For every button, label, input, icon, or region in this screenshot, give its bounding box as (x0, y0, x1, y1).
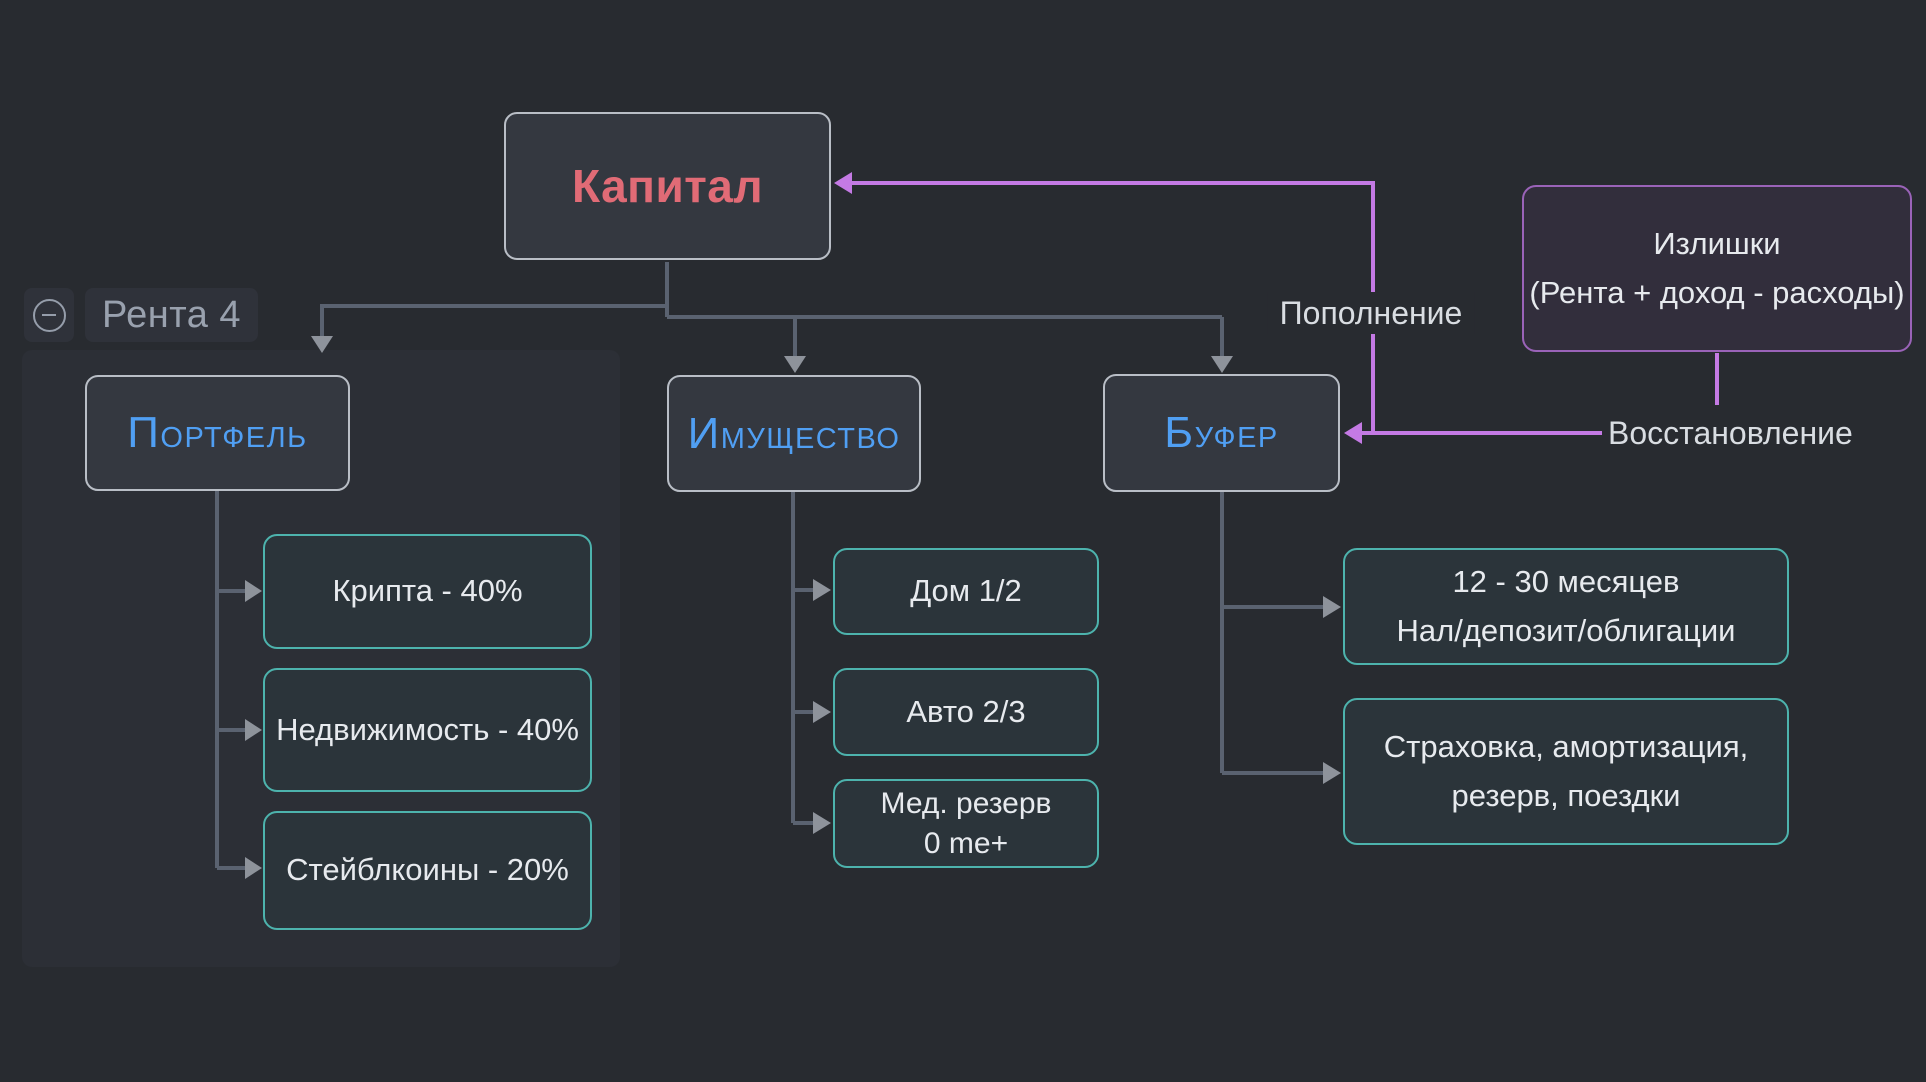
node-buffer-label: Буфер (1164, 408, 1279, 457)
leaf-med-reserve[interactable]: Мед. резерв 0 me+ (833, 779, 1099, 868)
collapse-button[interactable] (24, 288, 74, 342)
arrow-right-icon (245, 857, 262, 879)
node-surplus[interactable]: Излишки (Рента + доход - расходы) (1522, 185, 1912, 352)
arrow-left-icon (1344, 422, 1362, 444)
arrow-right-icon (1323, 596, 1341, 618)
arrow-right-icon (813, 579, 831, 601)
arrow-down-icon (784, 356, 806, 373)
arrow-down-icon (311, 336, 333, 353)
node-capital[interactable]: Капитал (504, 112, 831, 260)
node-capital-label: Капитал (571, 160, 764, 212)
arrow-down-icon (1211, 356, 1233, 373)
edge-label-restore: Восстановление (1608, 415, 1853, 451)
leaf-realestate[interactable]: Недвижимость - 40% (263, 668, 592, 792)
leaf-insurance[interactable]: Страховка, амортизация, резерв, поездки (1343, 698, 1789, 845)
node-property-label: Имущество (687, 408, 901, 458)
tree-arrowheads (245, 336, 1341, 879)
node-portfolio[interactable]: Портфель (85, 375, 350, 491)
leaf-house[interactable]: Дом 1/2 (833, 548, 1099, 635)
node-property[interactable]: Имущество (667, 375, 921, 492)
minus-circle-icon (32, 298, 66, 332)
node-portfolio-label: Портфель (127, 408, 308, 457)
collapse-label: Рента 4 (101, 293, 242, 336)
node-buffer[interactable]: Буфер (1103, 374, 1340, 492)
flow-arrowheads (834, 172, 1362, 444)
tree-edges (215, 262, 1324, 870)
arrow-right-icon (245, 580, 262, 602)
edge-root-portfolio (320, 304, 667, 336)
edge-replenish (852, 181, 1375, 433)
arrow-left-icon (834, 172, 852, 194)
arrow-right-icon (1323, 762, 1341, 784)
leaf-crypto[interactable]: Крипта - 40% (263, 534, 592, 649)
arrow-right-icon (245, 719, 262, 741)
leaf-car[interactable]: Авто 2/3 (833, 668, 1099, 756)
flow-edges (852, 181, 1719, 435)
arrow-right-icon (813, 812, 831, 834)
collapse-label-chip[interactable]: Рента 4 (85, 288, 258, 342)
edge-label-replenish: Пополнение (1267, 292, 1475, 334)
arrow-right-icon (813, 701, 831, 723)
leaf-stablecoins[interactable]: Стейблкоины - 20% (263, 811, 592, 930)
leaf-months-cash[interactable]: 12 - 30 месяцев Нал/депозит/облигации (1343, 548, 1789, 665)
